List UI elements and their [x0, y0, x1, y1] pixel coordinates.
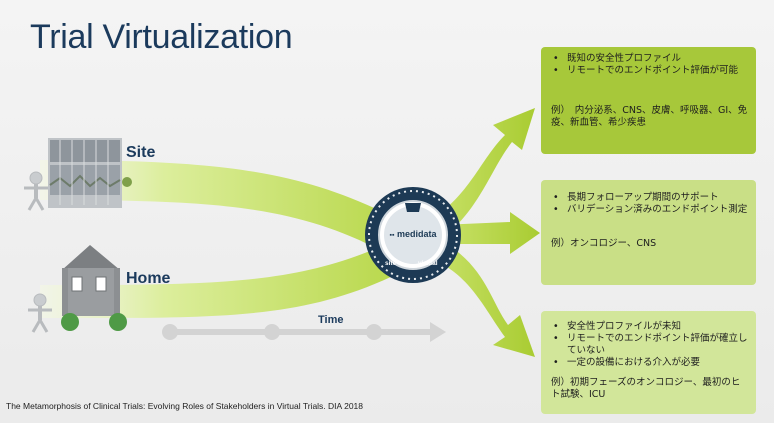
- home-icon: [61, 245, 127, 331]
- medidata-dial: [365, 187, 461, 283]
- box-1-bullet: リモートでのエンドポイント評価が可能: [551, 65, 748, 77]
- box-3-bullet: 安全性プロファイルが未知: [551, 321, 748, 333]
- page-title: Trial Virtualization: [30, 18, 293, 56]
- box-1-bullet: 既知の安全性プロファイル: [551, 53, 748, 65]
- dial-brand-text: medidata: [396, 229, 437, 239]
- home-label: Home: [126, 270, 171, 287]
- arrow-down: [430, 240, 535, 357]
- info-box-3: 安全性プロファイルが未知 リモートでのエンドポイント評価が確立していない 一定の…: [541, 311, 756, 414]
- medidata-logo-icon: ▪▪: [389, 232, 395, 239]
- dial-brand: ▪▪ medidata: [381, 229, 445, 239]
- time-marker: [264, 324, 280, 340]
- box-3-bullet: 一定の設備における介入が必要: [551, 357, 748, 369]
- site-person-icon: [24, 171, 48, 211]
- info-box-1: 既知の安全性プロファイル リモートでのエンドポイント評価が可能 例） 内分泌系、…: [541, 47, 756, 154]
- arrow-middle: [440, 212, 540, 254]
- box-1-example: 例） 内分泌系、CNS、皮膚、呼吸器、GI、免疫、新血管、希少疾患: [551, 105, 748, 128]
- site-building-icon: [48, 138, 132, 208]
- home-person-icon: [28, 293, 52, 333]
- box-3-bullet: リモートでのエンドポイント評価が確立していない: [551, 333, 748, 357]
- box-2-bullet: 長期フォローアップ期間のサポート: [551, 192, 748, 204]
- time-label: Time: [318, 314, 344, 326]
- site-label: Site: [126, 144, 156, 161]
- info-box-2: 長期フォローアップ期間のサポート バリデーション済みのエンドポイント測定 例）オ…: [541, 180, 756, 285]
- arrow-up: [430, 108, 535, 240]
- home-flow-band: [40, 240, 395, 319]
- time-marker: [162, 324, 178, 340]
- box-2-example: 例）オンコロジー、CNS: [551, 238, 657, 249]
- time-arrowhead: [430, 322, 446, 342]
- box-2-bullet: バリデーション済みのエンドポイント測定: [551, 204, 748, 216]
- time-marker: [366, 324, 382, 340]
- dial-site-label: site: [385, 260, 397, 267]
- footer-citation: The Metamorphosis of Clinical Trials: Ev…: [6, 401, 364, 411]
- box-3-example: 例）初期フェーズのオンコロジー、最初のヒト試験、ICU: [551, 377, 741, 400]
- dial-virtual-label: virtual: [418, 260, 438, 267]
